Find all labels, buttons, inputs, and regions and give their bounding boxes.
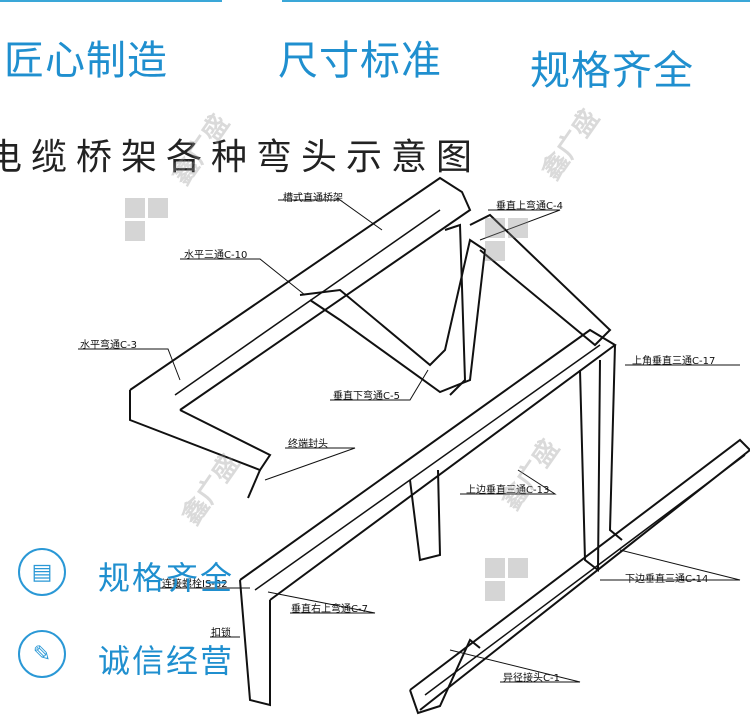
tray-horizontal-bend <box>129 390 272 472</box>
tray-reducer <box>409 638 481 715</box>
label-upper-side-tee: 上边垂直三通C-13 <box>466 485 550 496</box>
label-horizontal-tee: 水平三通C-10 <box>184 250 248 261</box>
label-clip: 扣锁 <box>211 628 231 639</box>
badge-spec-text: 规格齐全 <box>98 559 235 597</box>
tray-upper-tee <box>409 469 442 562</box>
watermark-logo-icon <box>125 198 168 241</box>
label-vertical-up-bend: 垂直上弯通C-4 <box>496 201 563 212</box>
tray-lower <box>409 438 750 711</box>
tray-up-bend <box>469 213 612 347</box>
label-upper-corner-tee: 上角垂直三通C-17 <box>632 356 716 367</box>
handshake-icon: ✎ <box>18 630 66 678</box>
tray-down-leg <box>239 579 271 707</box>
label-vertical-down-bend: 垂直下弯通C-5 <box>333 391 400 402</box>
tray-right-leg <box>579 359 601 573</box>
label-horizontal-bend: 水平弯通C-3 <box>80 340 137 351</box>
slogan-standard: 尺寸标准 <box>278 38 442 84</box>
label-lower-side-tee: 下边垂直三通C-14 <box>625 574 709 585</box>
top-rule-right <box>282 0 750 2</box>
tray-main <box>239 328 617 601</box>
watermark-logo-icon <box>485 558 528 601</box>
diagram-title: 电缆桥架各种弯头示意图 <box>0 137 482 178</box>
slogan-spec: 规格齐全 <box>530 48 694 94</box>
label-straight-tray: 槽式直通桥架 <box>283 193 343 204</box>
label-end-cap: 终端封头 <box>288 439 328 450</box>
top-rule-left <box>0 0 222 2</box>
label-reducer: 异径接头C-1 <box>503 673 560 684</box>
label-connect-bolt: 连接螺栓IS-32 <box>162 579 228 590</box>
label-vertical-right-up-bend: 垂直右上弯通C-7 <box>291 604 368 615</box>
watermark-logo-icon <box>485 218 528 261</box>
tray-tee-branch <box>299 238 487 394</box>
slogan-craft: 匠心制造 <box>4 38 168 84</box>
tray-right-leg2 <box>608 344 623 541</box>
tray-straight <box>129 176 472 411</box>
badge-integrity-text: 诚信经营 <box>98 642 235 680</box>
tray-vertical-down <box>444 223 467 396</box>
document-icon: ▤ <box>18 548 66 596</box>
